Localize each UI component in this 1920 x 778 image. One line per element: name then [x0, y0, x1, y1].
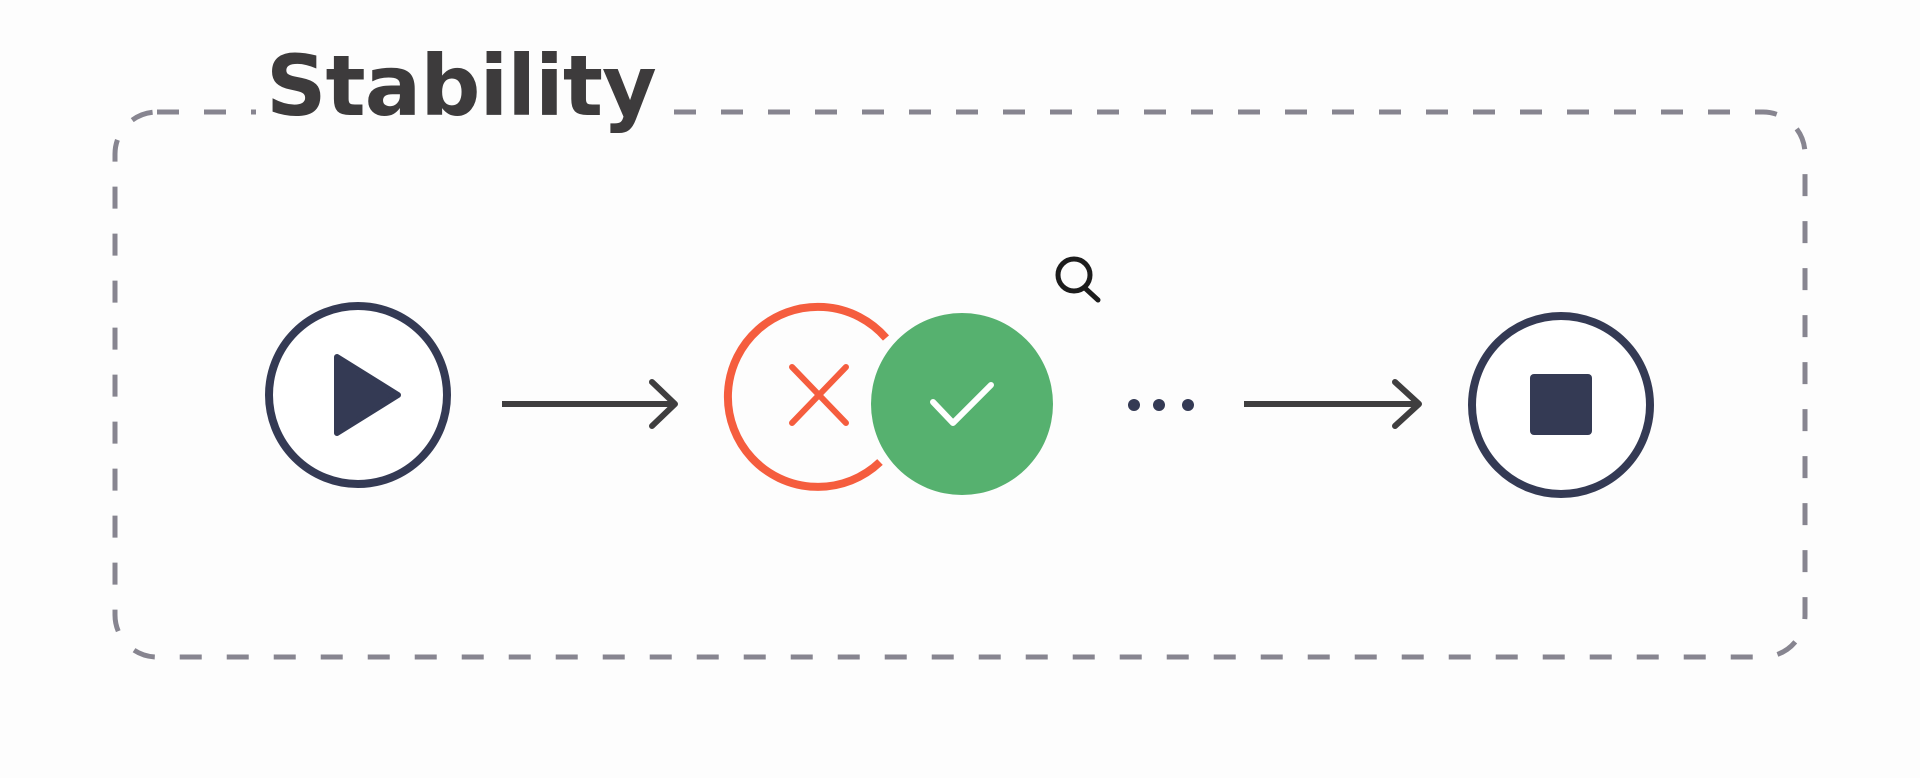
failed-attempt-ring — [723, 302, 890, 491]
group-title: Stability — [256, 44, 666, 128]
play-icon — [334, 354, 401, 436]
magnifier-icon — [1055, 256, 1101, 303]
retry-node — [723, 302, 1053, 495]
check-icon — [930, 382, 994, 426]
end-node — [1468, 312, 1654, 498]
cross-icon — [789, 364, 849, 426]
failed-attempt — [723, 302, 890, 491]
ellipsis-icon — [1128, 399, 1194, 411]
flow-arrow-2-head — [1392, 379, 1422, 429]
flow-arrow-1-head — [649, 379, 678, 429]
stability-group-border — [112, 109, 1808, 660]
flow-arrow-1 — [502, 379, 678, 429]
flow-arrow-2 — [1244, 379, 1422, 429]
passed-attempt — [871, 313, 1053, 495]
start-node — [265, 302, 451, 488]
stop-icon — [1530, 374, 1592, 435]
passed-attempt-fill — [871, 313, 1053, 495]
